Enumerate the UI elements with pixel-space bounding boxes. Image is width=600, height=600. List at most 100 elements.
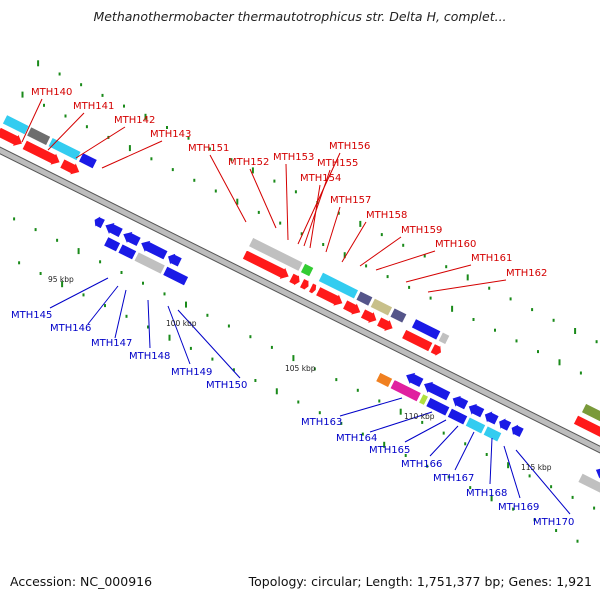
gene-block-cyan[interactable] xyxy=(482,425,503,443)
label-leader-line xyxy=(49,277,109,309)
scale-tick xyxy=(125,314,128,318)
gene-arrow-blue[interactable] xyxy=(405,371,425,389)
gene-arrow-red[interactable] xyxy=(359,308,378,325)
gene-block-blue[interactable] xyxy=(446,407,469,426)
gene-label-mth169[interactable]: MTH169 xyxy=(498,502,539,513)
label-leader-line xyxy=(177,309,241,379)
gene-arrow-red[interactable] xyxy=(307,282,318,296)
gene-block-slate[interactable] xyxy=(355,290,374,307)
gene-label-mth157[interactable]: MTH157 xyxy=(330,195,371,206)
gene-block-gray[interactable] xyxy=(247,236,304,272)
gene-block-blue[interactable] xyxy=(103,236,122,253)
scale-tick xyxy=(163,292,166,296)
gene-arrow-blue[interactable] xyxy=(594,467,600,483)
gene-label-mth152[interactable]: MTH152 xyxy=(228,157,269,168)
gene-arrow-red[interactable] xyxy=(341,299,362,316)
gene-block-orange[interactable] xyxy=(375,371,394,389)
gene-block-blue[interactable] xyxy=(425,396,451,417)
gene-arrow-red[interactable] xyxy=(241,249,290,281)
gene-arrow-red[interactable] xyxy=(315,286,344,307)
gene-block-gray[interactable] xyxy=(577,472,600,495)
gene-block-olive[interactable] xyxy=(580,402,600,433)
gene-block-khaki[interactable] xyxy=(369,297,394,317)
gene-label-mth149[interactable]: MTH149 xyxy=(171,367,212,378)
gene-block-blue[interactable] xyxy=(77,152,98,170)
gene-arrow-blue[interactable] xyxy=(122,230,142,248)
gene-arrow-red[interactable] xyxy=(572,414,600,444)
gene-arrow-red[interactable] xyxy=(0,126,24,148)
gene-label-mth147[interactable]: MTH147 xyxy=(91,338,132,349)
scale-tick xyxy=(359,220,362,227)
gene-block-gray[interactable] xyxy=(437,331,451,346)
scale-tick xyxy=(383,441,386,448)
gene-label-mth160[interactable]: MTH160 xyxy=(435,239,476,250)
gene-arrow-blue[interactable] xyxy=(422,380,452,402)
scale-tick xyxy=(494,328,496,332)
scale-tick xyxy=(80,83,83,87)
scale-tick xyxy=(34,228,37,232)
gene-label-mth143[interactable]: MTH143 xyxy=(150,129,191,140)
gene-arrow-blue[interactable] xyxy=(451,394,470,411)
gene-arrow-blue[interactable] xyxy=(483,410,500,426)
gene-block-blue[interactable] xyxy=(410,318,442,341)
scale-tick xyxy=(512,507,515,511)
gene-arrow-red[interactable] xyxy=(59,158,81,176)
scale-tick xyxy=(558,359,561,366)
gene-label-mth145[interactable]: MTH145 xyxy=(11,310,52,321)
kbp-label-105: 105 kbp xyxy=(285,364,316,373)
gene-arrow-red[interactable] xyxy=(375,316,394,333)
label-leader-line xyxy=(297,152,341,245)
gene-block-lime[interactable] xyxy=(418,393,430,406)
gene-label-mth142[interactable]: MTH142 xyxy=(114,115,155,126)
gene-label-mth140[interactable]: MTH140 xyxy=(31,87,72,98)
scale-tick xyxy=(279,221,282,225)
gene-block-green[interactable] xyxy=(299,262,315,278)
gene-block-magenta[interactable] xyxy=(389,378,422,403)
scale-tick xyxy=(185,301,187,308)
gene-label-mth156[interactable]: MTH156 xyxy=(329,141,370,152)
gene-label-mth162[interactable]: MTH162 xyxy=(506,268,547,279)
gene-label-mth148[interactable]: MTH148 xyxy=(129,351,170,362)
gene-arrow-red[interactable] xyxy=(21,139,61,166)
gene-arrow-blue[interactable] xyxy=(104,221,124,239)
gene-block-slate[interactable] xyxy=(389,307,408,324)
gene-label-mth170[interactable]: MTH170 xyxy=(533,517,574,528)
gene-block-blue[interactable] xyxy=(162,265,190,287)
gene-label-mth146[interactable]: MTH146 xyxy=(50,323,91,334)
gene-block-gray[interactable] xyxy=(133,251,166,275)
gene-arrow-blue[interactable] xyxy=(510,422,525,439)
gene-label-mth155[interactable]: MTH155 xyxy=(317,158,358,169)
gene-label-mth168[interactable]: MTH168 xyxy=(466,488,507,499)
gene-block-cyan[interactable] xyxy=(464,416,487,435)
gene-label-mth150[interactable]: MTH150 xyxy=(206,380,247,391)
gene-arrow-blue[interactable] xyxy=(93,214,106,230)
gene-arrow-blue[interactable] xyxy=(140,239,169,261)
gene-arrow-red[interactable] xyxy=(298,277,310,292)
gene-arrow-blue[interactable] xyxy=(498,416,513,432)
gene-block-darkgray[interactable] xyxy=(26,126,52,147)
label-leader-line xyxy=(303,169,331,247)
gene-block-blue[interactable] xyxy=(117,243,138,261)
gene-block-cyan[interactable] xyxy=(47,136,82,162)
gene-label-mth165[interactable]: MTH165 xyxy=(369,445,410,456)
gene-label-mth167[interactable]: MTH167 xyxy=(433,473,474,484)
gene-label-mth166[interactable]: MTH166 xyxy=(401,459,442,470)
gene-label-mth159[interactable]: MTH159 xyxy=(401,225,442,236)
scale-tick xyxy=(466,274,469,281)
gene-label-mth141[interactable]: MTH141 xyxy=(73,101,114,112)
gene-label-mth153[interactable]: MTH153 xyxy=(273,152,314,163)
gene-arrow-blue[interactable] xyxy=(467,402,486,419)
gene-label-mth161[interactable]: MTH161 xyxy=(471,253,512,264)
gene-label-mth163[interactable]: MTH163 xyxy=(301,417,342,428)
gene-label-mth158[interactable]: MTH158 xyxy=(366,210,407,221)
gene-arrow-blue[interactable] xyxy=(167,252,183,268)
gene-label-mth151[interactable]: MTH151 xyxy=(188,143,229,154)
gene-label-mth164[interactable]: MTH164 xyxy=(336,433,377,444)
label-leader-line xyxy=(87,285,119,325)
gene-label-mth154[interactable]: MTH154 xyxy=(300,173,341,184)
gene-arrow-red[interactable] xyxy=(288,272,301,288)
gene-arrow-red[interactable] xyxy=(429,342,442,358)
gene-block-red[interactable] xyxy=(401,328,434,353)
scale-tick xyxy=(445,265,448,269)
gene-block-cyan[interactable] xyxy=(317,271,360,300)
